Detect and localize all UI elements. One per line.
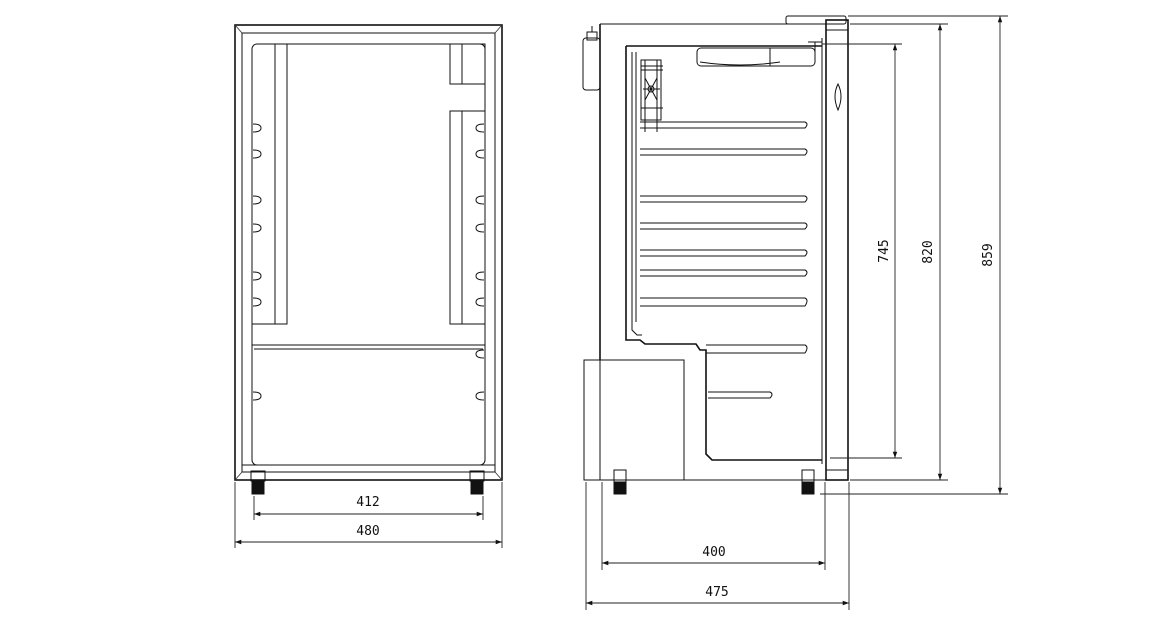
- front-outer-frame: [234, 24, 503, 481]
- dimension-body-depth: 400: [601, 482, 826, 570]
- right-shelf-clips: [475, 123, 485, 401]
- side-rear-foot: [613, 469, 627, 495]
- side-front-foot: [801, 469, 815, 495]
- fan-assembly: [640, 59, 663, 132]
- dimension-total-height: 859: [820, 15, 1008, 495]
- right-shelf-rail: [449, 110, 486, 325]
- dimension-inner-height: 745: [822, 43, 902, 459]
- door: [821, 19, 849, 481]
- side-shelves: [640, 121, 808, 399]
- dimension-outer-width: 480: [234, 482, 503, 548]
- dimension-total-depth: 475: [585, 482, 850, 610]
- inner-liner: [625, 45, 822, 461]
- door-handle: [834, 82, 842, 112]
- dimension-inner-width: 412: [253, 495, 484, 520]
- front-left-foot: [250, 470, 266, 495]
- compressor-compartment: [583, 359, 826, 481]
- light-housing: [696, 41, 822, 67]
- evaporator-block: [449, 43, 486, 85]
- dim-label-total-height: 859: [981, 243, 996, 266]
- dim-label-total-depth: 475: [705, 585, 728, 600]
- dimension-body-height: 820: [850, 23, 948, 481]
- dim-label-inner-height: 745: [877, 239, 892, 262]
- front-inner-frame: [241, 32, 496, 473]
- front-right-foot: [469, 470, 485, 495]
- rear-connector: [582, 37, 601, 91]
- left-shelf-clips: [252, 123, 262, 401]
- door-panel: [825, 19, 849, 481]
- dim-label-body-height: 820: [921, 240, 936, 263]
- dim-label-outer-width: 480: [356, 524, 379, 539]
- side-view: 400 475 745 820 859: [582, 15, 1008, 610]
- left-shelf-rail: [274, 43, 288, 325]
- dim-label-body-depth: 400: [702, 545, 725, 560]
- front-view: 412 480: [234, 24, 503, 548]
- dim-label-inner-width: 412: [356, 495, 379, 510]
